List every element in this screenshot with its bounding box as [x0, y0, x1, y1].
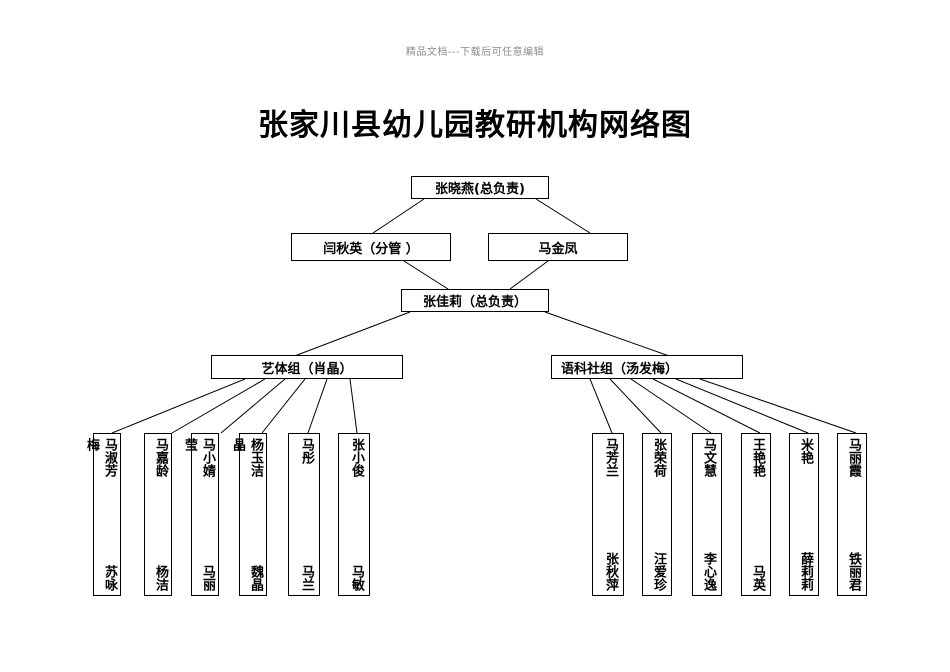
leaf-bottom-name: 李心逸 — [701, 552, 716, 591]
leaf-bottom-name: 马兰 — [299, 565, 314, 591]
node-group-right-label: 语科社组（汤发梅） — [561, 361, 679, 377]
leaf-box-left-6[interactable]: 张小俊 马敏 — [338, 433, 370, 596]
leaf-top-name: 张小俊 — [349, 438, 364, 477]
leaf-box-left-1[interactable]: 梅 马淑芳 苏咏 — [84, 433, 121, 596]
leaf-bottom-name: 马敏 — [349, 565, 364, 591]
leaf-bottom-name: 苏咏 — [102, 565, 117, 591]
node-group-right[interactable]: 语科社组（汤发梅） — [551, 355, 743, 379]
leaf-bottom-name: 铁丽君 — [846, 552, 861, 591]
leaf-box-left-4[interactable]: 晶 杨玉洁 魏晶 — [230, 433, 267, 596]
leaf-top-name: 马芳兰 — [603, 438, 618, 477]
edge-group-left-child-2 — [171, 378, 266, 434]
edge-group-right-child-3 — [630, 378, 712, 434]
leaf-box-left-2[interactable]: 马嘉龄 杨洁 — [144, 433, 172, 596]
leaf-top-name: 马彤 — [299, 438, 314, 464]
node-root-label: 张晓燕(总负责) — [435, 182, 525, 197]
edge-level2-right-to-level3 — [509, 260, 549, 290]
node-level2-right-label: 马金凤 — [538, 241, 578, 257]
node-root[interactable]: 张晓燕(总负责) — [411, 176, 549, 199]
leaf-top-name: 张荣荷 — [651, 438, 666, 477]
leaf-bottom-name: 杨洁 — [153, 565, 168, 591]
leaf-box-right-2[interactable]: 张荣荷 汪爱珍 — [642, 433, 672, 596]
edge-group-left-child-6 — [349, 378, 358, 434]
leaf-overflow-char: 晶 — [230, 438, 245, 451]
leaf-overflow-char: 梅 — [84, 438, 99, 451]
node-group-left-label: 艺体组（肖晶） — [261, 361, 353, 377]
edge-root-to-level2-left — [372, 198, 425, 234]
edge-group-right-child-5 — [675, 378, 809, 434]
edge-group-right-child-2 — [609, 378, 662, 434]
edge-group-left-child-1 — [111, 378, 246, 434]
leaf-bottom-name: 汪爱珍 — [651, 552, 666, 591]
leaf-top-name: 马文慧 — [701, 438, 716, 477]
node-group-left[interactable]: 艺体组（肖晶） — [211, 355, 403, 379]
leaf-bottom-name: 张秋萍 — [603, 552, 618, 591]
leaf-box-right-4[interactable]: 王艳艳 马英 — [741, 433, 771, 596]
leaf-top-name: 王艳艳 — [750, 438, 765, 477]
document-header-note: 精品文档---下载后可任意编辑 — [405, 47, 545, 58]
leaf-box-right-5[interactable]: 米艳 薛莉莉 — [789, 433, 819, 596]
node-level3-label: 张佳莉（总负责） — [422, 295, 527, 310]
edge-group-right-child-6 — [699, 378, 857, 434]
leaf-bottom-name: 薛莉莉 — [798, 552, 813, 591]
leaf-bottom-name: 马丽 — [200, 565, 215, 591]
edge-level3-to-group-right — [544, 311, 673, 358]
edge-group-left-child-5 — [307, 378, 328, 434]
edge-level3-to-group-left — [291, 311, 411, 358]
leaf-top-name: 马丽霞 — [846, 438, 861, 477]
leaf-top-name: 杨玉洁 — [248, 438, 263, 477]
leaf-box-right-3[interactable]: 马文慧 李心逸 — [692, 433, 722, 596]
node-level2-left-label: 闫秋英（分管 ） — [323, 241, 419, 257]
edge-group-right-child-1 — [589, 378, 613, 434]
node-level2-right[interactable]: 马金凤 — [488, 233, 628, 261]
leaf-bottom-name: 马英 — [750, 565, 765, 591]
edge-group-right-child-4 — [652, 378, 761, 434]
page-title: 张家川县幼儿园教研机构网络图 — [258, 108, 692, 143]
leaf-box-right-1[interactable]: 马芳兰 张秋萍 — [592, 433, 624, 596]
leaf-box-left-3[interactable]: 莹 马小婧 马丽 — [182, 433, 219, 596]
edge-root-to-level2-right — [535, 198, 591, 234]
leaf-box-right-6[interactable]: 马丽霞 铁丽君 — [837, 433, 867, 596]
leaf-top-name: 米艳 — [798, 438, 813, 464]
leaf-box-left-5[interactable]: 马彤 马兰 — [288, 433, 320, 596]
node-level2-left[interactable]: 闫秋英（分管 ） — [291, 233, 451, 261]
leaf-top-name: 马嘉龄 — [153, 438, 168, 477]
leaf-overflow-char: 莹 — [182, 438, 197, 451]
leaf-top-name: 马淑芳 — [102, 438, 117, 477]
leaf-bottom-name: 魏晶 — [248, 565, 263, 591]
node-level3[interactable]: 张佳莉（总负责） — [401, 289, 549, 312]
leaf-top-name: 马小婧 — [200, 438, 215, 477]
edge-level2-left-to-level3 — [403, 260, 449, 290]
edge-group-left-child-3 — [220, 378, 286, 434]
edge-group-left-child-4 — [261, 378, 306, 434]
